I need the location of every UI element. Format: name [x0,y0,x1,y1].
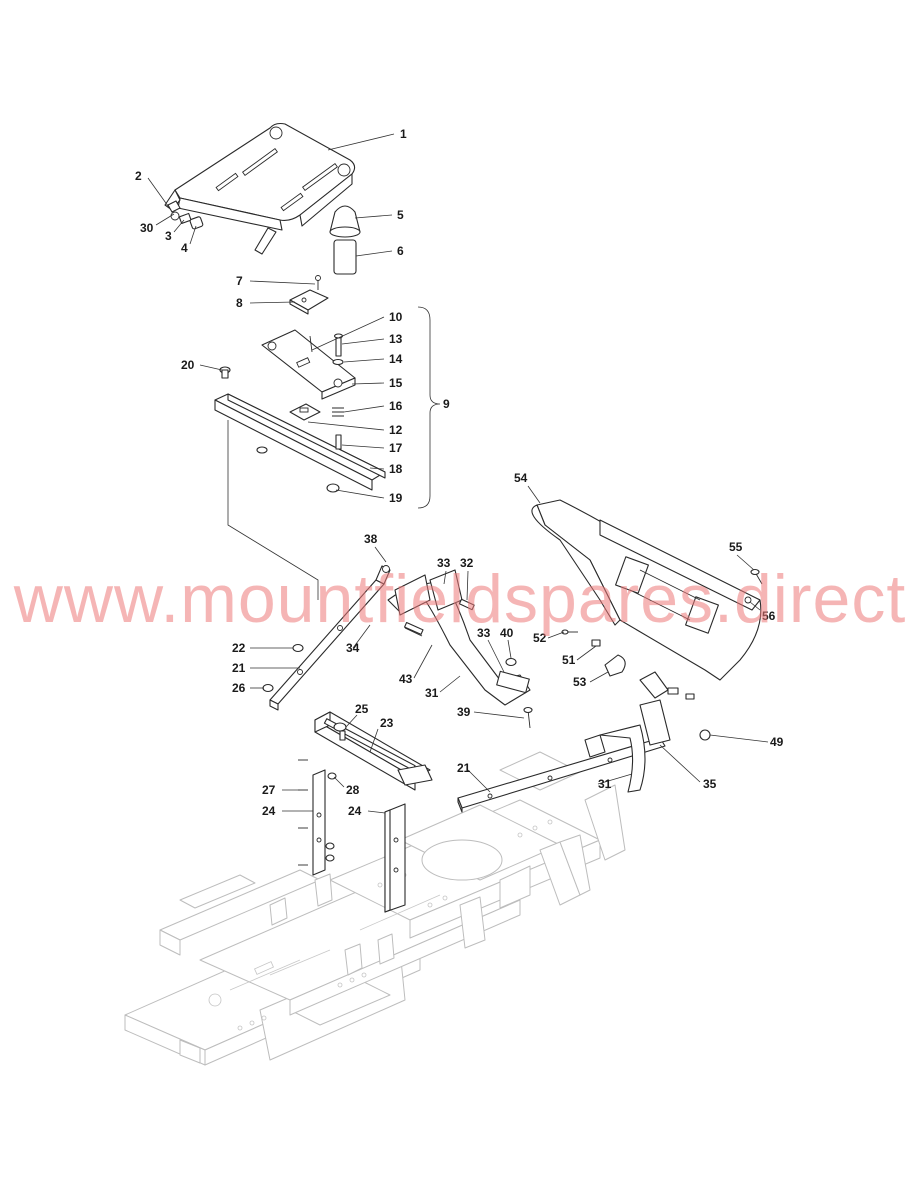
callout-52: 52 [533,631,547,645]
callout-27: 27 [262,783,276,797]
callout-34: 34 [346,641,360,655]
callout-24-right: 24 [348,804,362,818]
callout-labels: 1 2 30 3 4 5 6 7 8 10 13 14 20 15 16 9 1… [135,127,784,818]
callout-25: 25 [355,702,369,716]
callout-8: 8 [236,296,243,310]
callout-10: 10 [389,310,403,324]
seat-plate [289,289,329,315]
callout-16: 16 [389,399,403,413]
slide-latch [219,366,344,493]
callout-7: 7 [236,274,243,288]
callout-2: 2 [135,169,142,183]
callout-55: 55 [729,540,743,554]
callout-15: 15 [389,376,403,390]
callout-31-left: 31 [425,686,439,700]
seat-pan [164,122,356,255]
callout-35: 35 [703,777,717,791]
callout-40: 40 [500,626,514,640]
callout-49: 49 [770,735,784,749]
callout-43: 43 [399,672,413,686]
rear-fender-panel [531,499,762,681]
rear-uprights [312,769,406,913]
callout-24-left: 24 [262,804,276,818]
callout-23: 23 [380,716,394,730]
callout-6: 6 [397,244,404,258]
callout-17: 17 [389,441,403,455]
callout-20: 20 [181,358,195,372]
leader-lines [147,133,769,814]
callout-56: 56 [762,609,776,623]
callout-12: 12 [389,423,403,437]
callout-54: 54 [514,471,528,485]
callout-28: 28 [346,783,360,797]
callout-1: 1 [400,127,407,141]
callout-51: 51 [562,653,576,667]
callout-39: 39 [457,705,471,719]
callout-21-right: 21 [457,761,471,775]
callout-9: 9 [443,397,450,411]
callout-30: 30 [140,221,154,235]
callout-21-left: 21 [232,661,246,675]
slide-pin [332,333,344,366]
callout-33-upper: 33 [437,556,451,570]
cross-bar [457,737,666,813]
control-handle [584,699,671,793]
callout-19: 19 [389,491,403,505]
seat-bolt [315,275,321,290]
seat-bellow [329,205,361,238]
callout-33-lower: 33 [477,626,491,640]
callout-53: 53 [573,675,587,689]
slide-lower-rail [214,393,386,491]
callout-5: 5 [397,208,404,222]
callout-31-right: 31 [598,777,612,791]
linkage-fasteners [561,629,711,741]
slide-upper-rail [261,329,356,400]
fender-fasteners [744,568,763,604]
callout-38: 38 [364,532,378,546]
callout-4: 4 [181,241,188,255]
bracket-fasteners [262,565,390,693]
side-bracket [269,565,391,711]
callout-3: 3 [165,229,172,243]
chassis-frame [124,751,626,1066]
pedal-fasteners [458,598,533,729]
callout-13: 13 [389,332,403,346]
seat-spring [333,239,357,275]
callout-26: 26 [232,681,246,695]
callout-22: 22 [232,641,246,655]
pedal-arm [387,569,531,706]
callout-14: 14 [389,352,403,366]
callout-32: 32 [460,556,474,570]
callout-18: 18 [389,462,403,476]
